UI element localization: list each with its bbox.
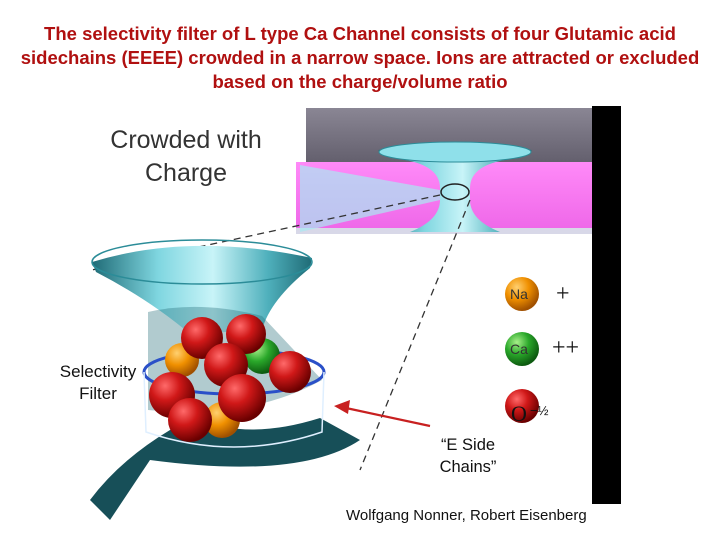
- na-charge: +: [556, 281, 570, 308]
- crowded-with-charge-label: Crowded with Charge: [88, 124, 284, 190]
- na-ion-label: Na: [510, 286, 528, 302]
- oxygen-charge: −½: [530, 403, 548, 418]
- oxygen-label: O: [511, 401, 527, 427]
- author-credit: Wolfgang Nonner, Robert Eisenberg: [346, 507, 587, 524]
- selectivity-filter-label: Selectivity Filter: [44, 361, 152, 405]
- ca-charge: ++: [552, 335, 579, 362]
- ca-ion-label: Ca: [510, 341, 528, 357]
- e-side-chains-label: “E Side Chains”: [418, 434, 518, 478]
- e-side-chain-arrow: [334, 400, 430, 426]
